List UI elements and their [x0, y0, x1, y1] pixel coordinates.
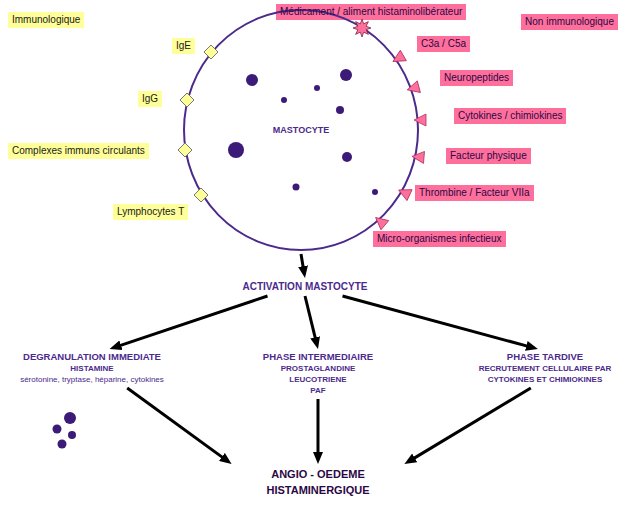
trigger-box: Médicament / aliment histaminolibérateur: [276, 4, 466, 20]
flow-arrow: [316, 399, 319, 454]
trigger-box: C3a / C5a: [417, 36, 470, 52]
node-label: Non immunologique: [525, 16, 614, 28]
node-detail: sérotonine, tryptase, héparine, cytokine…: [4, 374, 180, 385]
node-label: Neuropeptides: [444, 72, 509, 84]
node-label: IgG: [142, 93, 158, 105]
node-label: Cytokines / chimiokines: [458, 110, 562, 122]
phase-block: DEGRANULATION IMMEDIATEHISTAMINEsérotoni…: [4, 351, 180, 385]
node-label: IgE: [176, 40, 191, 52]
node-label: ANGIO - OEDEME HISTAMINERGIQUE: [228, 466, 408, 498]
receptor-label: IgE: [172, 38, 195, 54]
non-immunologic-header: Non immunologique: [521, 14, 618, 30]
node-label: DEGRANULATION IMMEDIATE: [4, 351, 180, 363]
node-detail: RECRUTEMENT CELLULAIRE PAR CYTOKINES ET …: [474, 363, 616, 385]
node-detail: PAF: [263, 385, 373, 396]
flow-arrow: [127, 388, 223, 458]
node-detail: PROSTAGLANDINE: [263, 363, 373, 374]
receptor-label: Complexes immuns circulants: [8, 143, 149, 159]
node-label: Immunologique: [12, 14, 80, 26]
flow-arrow: [305, 296, 316, 339]
phase-block: PHASE TARDIVERECRUTEMENT CELLULAIRE PAR …: [474, 351, 616, 385]
release-star: [353, 19, 371, 37]
flow-arrow: [301, 254, 303, 268]
trigger-box: Facteur physique: [446, 148, 531, 164]
immunologic-header: Immunologique: [8, 12, 84, 28]
node-label: Médicament / aliment histaminolibérateur: [280, 6, 462, 18]
phase-block: PHASE INTERMEDIAIREPROSTAGLANDINELEUCOTR…: [263, 351, 373, 396]
outcome-block: ANGIO - OEDEME HISTAMINERGIQUE: [228, 466, 408, 498]
receptor-diamonds: [178, 45, 218, 202]
flow-arrow: [413, 388, 531, 459]
trigger-box: Micro-organismes infectieux: [373, 231, 506, 247]
activation-step: ACTIVATION MASTOCYTE: [243, 280, 368, 293]
node-label: PHASE TARDIVE: [474, 351, 616, 363]
node-label: Facteur physique: [450, 150, 527, 162]
cell-membrane-outline: [184, 10, 418, 250]
mast-cell: MASTOCYTE: [183, 9, 419, 251]
trigger-box: Cytokines / chimiokines: [454, 108, 566, 124]
node-label: C3a / C5a: [421, 38, 466, 50]
receptor-label: IgG: [138, 91, 162, 107]
node-label: PHASE INTERMEDIAIRE: [263, 351, 373, 363]
node-detail: LEUCOTRIENE: [263, 374, 373, 385]
node-label: Micro-organismes infectieux: [377, 233, 502, 245]
node-label: MASTOCYTE: [273, 125, 329, 136]
flow-arrow: [119, 296, 267, 346]
receptor-label: Lymphocytes T: [113, 204, 188, 220]
node-label: Complexes immuns circulants: [12, 145, 145, 157]
released-granules: [53, 412, 77, 449]
flow-arrow: [343, 296, 529, 346]
node-detail: HISTAMINE: [4, 363, 180, 374]
granules: [228, 69, 378, 195]
trigger-box: Neuropeptides: [440, 70, 513, 86]
node-label: ACTIVATION MASTOCYTE: [243, 280, 368, 293]
node-label: Thrombine / Facteur VIIa: [419, 187, 530, 199]
node-label: Lymphocytes T: [117, 206, 184, 218]
trigger-triangles: [372, 50, 426, 230]
trigger-box: Thrombine / Facteur VIIa: [415, 185, 534, 201]
